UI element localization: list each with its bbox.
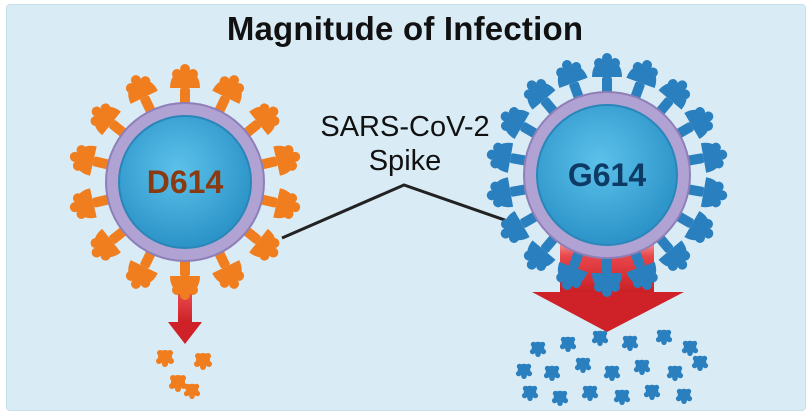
g614-progeny-particles — [515, 329, 709, 406]
g614-spike — [592, 53, 622, 97]
d614-virion: D614 — [66, 64, 304, 300]
d614-progeny-particles — [156, 350, 212, 399]
g614-label: G614 — [568, 157, 646, 193]
d614-particle — [194, 353, 212, 370]
g614-particle — [543, 365, 561, 381]
g614-particle — [643, 384, 661, 400]
d614-particle — [183, 383, 201, 399]
g614-particle — [521, 385, 539, 401]
g614-particle — [603, 365, 621, 381]
g614-particle — [621, 335, 639, 351]
g614-particle — [666, 365, 684, 381]
d614-core — [118, 115, 252, 249]
g614-particle — [574, 357, 592, 373]
g614-particle — [559, 336, 577, 352]
g614-particle — [675, 388, 693, 404]
g614-particle — [551, 390, 569, 406]
figure-title: Magnitude of Infection — [226, 10, 584, 47]
g614-particle — [529, 341, 547, 357]
g614-particle — [581, 385, 599, 401]
connector-line — [281, 183, 523, 240]
g614-core — [536, 104, 678, 246]
g614-particle — [691, 355, 709, 371]
d614-spike — [170, 64, 200, 108]
spike-annotation: SARS-CoV-2 Spike — [280, 110, 530, 178]
d614-label: D614 — [147, 164, 224, 200]
d614-spike — [170, 256, 200, 300]
spike-annotation-line-2: Spike — [368, 145, 442, 177]
d614-particle — [169, 375, 187, 392]
g614-particle — [515, 363, 533, 379]
g614-particle — [681, 340, 699, 356]
g614-particle — [633, 359, 651, 375]
d614-particle — [156, 350, 174, 367]
g614-particle — [613, 389, 631, 405]
g614-virion: G614 — [484, 53, 730, 297]
spike-annotation-line-1: SARS-CoV-2 — [320, 111, 490, 143]
g614-particle — [591, 330, 609, 346]
g614-particle — [655, 329, 673, 345]
